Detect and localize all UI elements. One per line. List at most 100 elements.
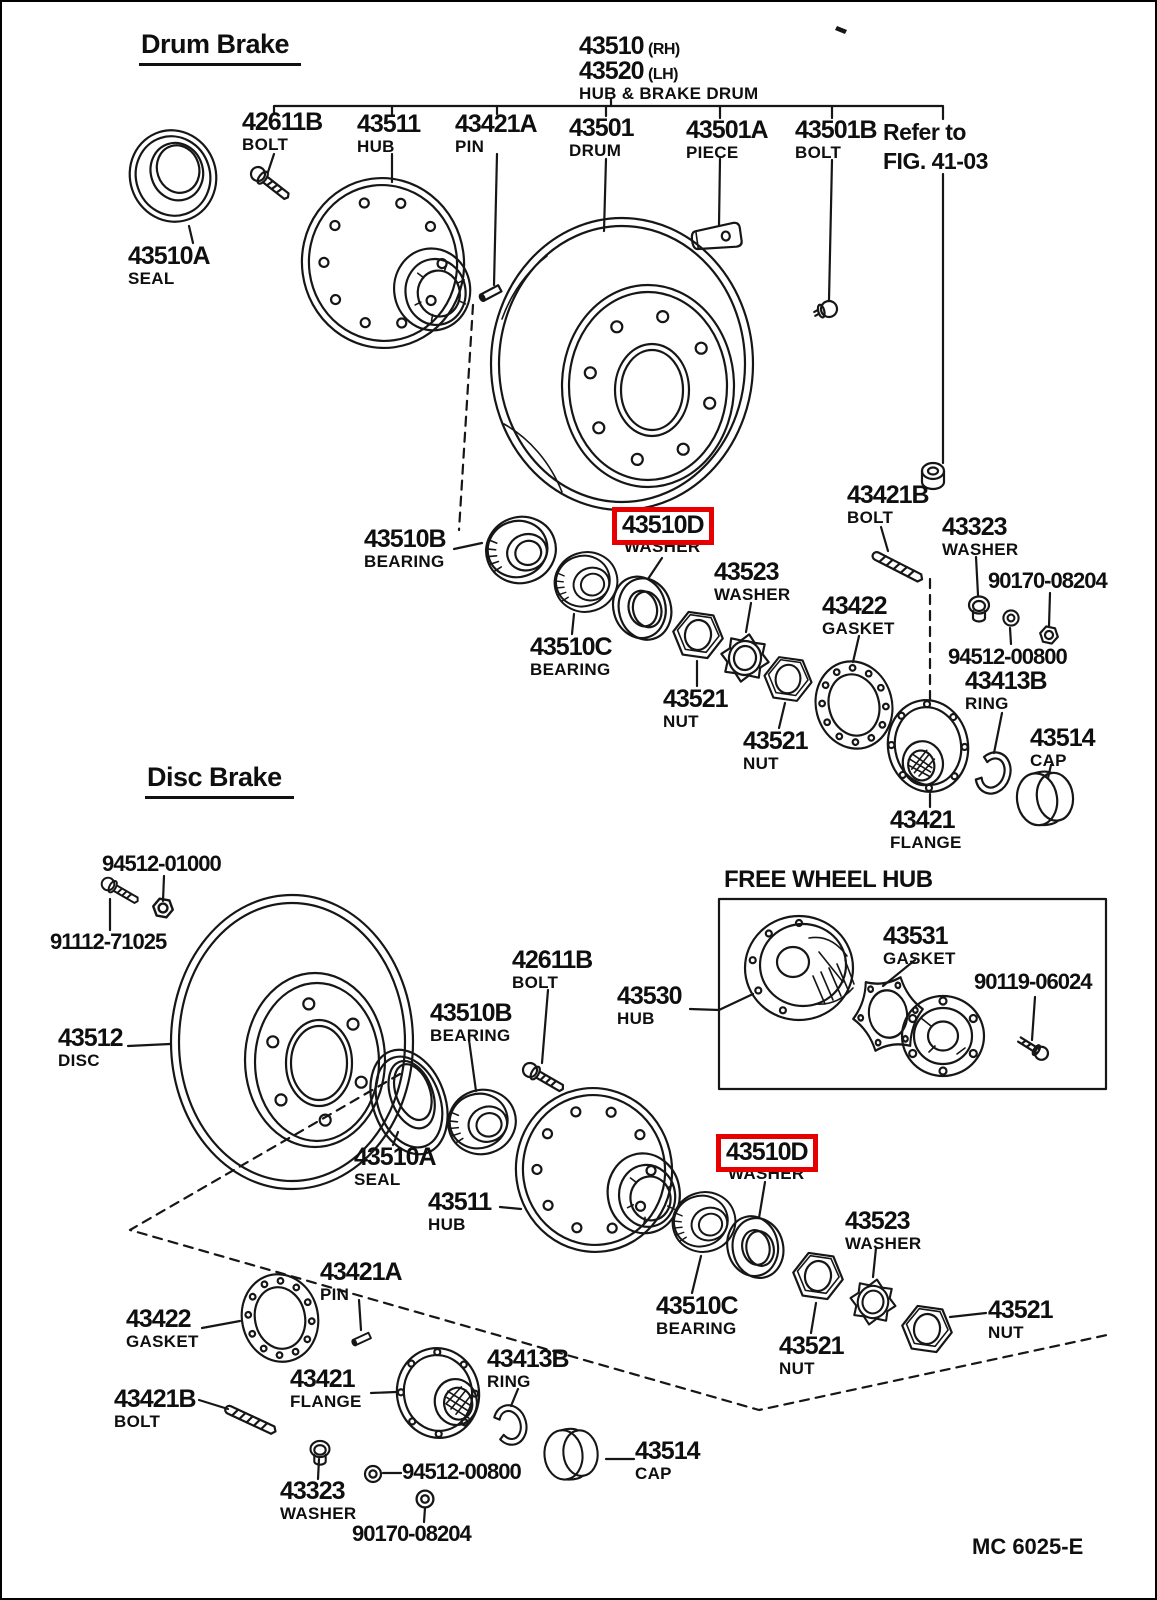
part-label-43421a-disc: 43421A PIN [320,1258,403,1304]
part-label-43521-2-drum: 43521 NUT [743,727,809,773]
drawing-hub-43511-drum [300,176,472,350]
drawing-cap-43514-disc [540,1425,602,1484]
part-label-42611b-drum: 42611B BOLT [242,108,323,154]
free-wheel-hub-title: FREE WHEEL HUB [724,866,933,893]
part-label-90170-drum: 90170-08204 [988,568,1108,593]
drawing-pin-43421a-disc [350,1331,372,1347]
part-label-43514-drum: 43514 CAP [1030,724,1096,770]
part-label-43421-disc: 43421 FLANGE [290,1365,362,1411]
assembly-name: HUB & BRAKE DRUM [579,84,759,103]
part-label-43510d-drum-highlighted: 43510D WASHER [612,507,714,556]
drawing-gasket-43531 [852,976,924,1052]
part-label-43501a: 43501A PIECE [686,116,769,162]
drawing-nut-43521-1-disc [789,1250,847,1302]
highlight-box: 43510D [716,1134,818,1172]
document-code: MC 6025-E [972,1534,1084,1559]
drawing-bolt-90119 [1017,1036,1050,1061]
part-label-43501: 43501 DRUM [569,114,635,160]
part-label-43413b-drum: 43413B RING [965,667,1048,713]
drawing-snapring-43413b-disc [491,1400,532,1449]
drawing-seal-43510a-drum [128,129,218,223]
drawing-flange-43421-disc [395,1347,481,1439]
part-label-90119: 90119-06024 [974,969,1092,994]
part-label-43521-1-disc: 43521 NUT [779,1332,845,1378]
drawing-bolt-42611b-disc [519,1059,568,1097]
part-label-43531: 43531 GASKET [883,922,956,968]
highlight-box: 43510D [612,507,714,545]
drawing-bolt-94512-01000 [98,874,142,908]
drawing-snapring-43413b-drum [971,747,1018,800]
drawing-nut-refer-fig [920,461,946,491]
drawing-nut-90170-drum [1037,624,1061,646]
drawing-nut-43521-1-drum [669,609,727,661]
part-label-43511-disc: 43511 HUB [428,1188,492,1234]
drawing-bearing-43510b-disc [438,1079,526,1165]
drawing-bolt-42611b-drum [247,163,294,205]
part-label-43511-drum: 43511 HUB [357,110,421,156]
part-label-43530: 43530 HUB [617,982,683,1028]
drawing-hub-43511-disc [514,1086,681,1254]
part-label-43510b-disc: 43510B BEARING [430,999,513,1045]
figure-reference-note: Refer to FIG. 41-03 [883,119,988,174]
drawing-disc-43512 [169,893,415,1191]
part-label-90170-disc: 90170-08204 [352,1521,472,1546]
drawing-washer-94512-disc [363,1464,383,1484]
part-number: 43510 [579,32,645,60]
disc-brake-section-title: Disc Brake [145,762,294,799]
part-label-43510a-drum: 43510A SEAL [128,242,211,288]
drawing-bolt-43421b-disc [222,1403,279,1437]
part-number: 43520 [579,57,645,85]
drawing-brake-drum-43501 [489,216,755,512]
drum-brake-section-title: Drum Brake [139,29,302,66]
drawing-washer-43323-disc [309,1439,331,1466]
drawing-bolt-43421b-drum [870,549,925,584]
part-label-43523-drum: 43523 WASHER [714,558,791,604]
drawing-bearing-43510c-disc [663,1183,745,1261]
drawing-washer-90170-disc [415,1489,435,1509]
drawing-lockwasher-43523-disc [845,1274,901,1330]
drawing-flange-43421-drum [886,699,970,793]
part-label-94512-disc: 94512-00800 [402,1459,522,1484]
part-label-43323-disc: 43323 WASHER [280,1477,357,1523]
part-label-43512: 43512 DISC [58,1024,124,1070]
part-label-42611b-disc: 42611B BOLT [512,946,593,992]
part-label-43510c-drum: 43510C BEARING [530,633,613,679]
part-label-43521-1-drum: 43521 NUT [663,685,729,731]
drawing-washer-43510d-disc [720,1209,790,1285]
part-label-43421a-drum: 43421A PIN [455,110,538,156]
part-label-94512-01000: 94512-01000 [102,851,222,876]
part-label-43523-disc: 43523 WASHER [845,1207,922,1253]
drawing-pin-43421a-drum [477,284,503,303]
drawing-drive-plate-fwh [900,994,986,1078]
part-label-43413b-disc: 43413B RING [487,1345,570,1391]
side-suffix: (RH) [647,41,680,58]
drawing-seal-43510a-disc [369,1048,449,1156]
part-label-43521-2-disc: 43521 NUT [988,1296,1054,1342]
side-suffix: (LH) [647,66,678,83]
part-label-91112-71025: 91112-71025 [50,929,167,954]
part-label-43510c-disc: 43510C BEARING [656,1292,739,1338]
drum-assembly-header: 43510 (RH) 43520 (LH) HUB & BRAKE DRUM [579,34,759,103]
part-label-43510d-disc-highlighted: 43510D WASHER [716,1134,818,1183]
part-label-94512-drum: 94512-00800 [948,644,1068,669]
top-connector-lines [272,26,945,121]
part-label-43323-drum: 43323 WASHER [942,513,1019,559]
part-label-43510a-disc: 43510A SEAL [354,1143,437,1189]
part-label-43422-drum: 43422 GASKET [822,592,895,638]
drawing-washer-94512-drum [1002,609,1020,627]
leader-lines [108,152,1053,1524]
drawing-bolt-43501b [813,299,839,319]
dashed-guide-lines [128,303,1109,1412]
drawing-cap-43514-drum [1012,766,1078,830]
part-label-43422-disc: 43422 GASKET [126,1305,199,1351]
drawing-nut-43521-2-disc [898,1303,956,1355]
part-label-43421b-drum: 43421B BOLT [847,481,930,527]
part-label-43514-disc: 43514 CAP [635,1437,701,1483]
drawing-bearing-43510b-drum [476,506,566,594]
part-label-43501b: 43501B BOLT [795,116,878,162]
part-label-43421-drum: 43421 FLANGE [890,806,962,852]
drawing-washer-43323-drum [967,595,991,623]
drawing-hub-43530 [743,914,855,1022]
